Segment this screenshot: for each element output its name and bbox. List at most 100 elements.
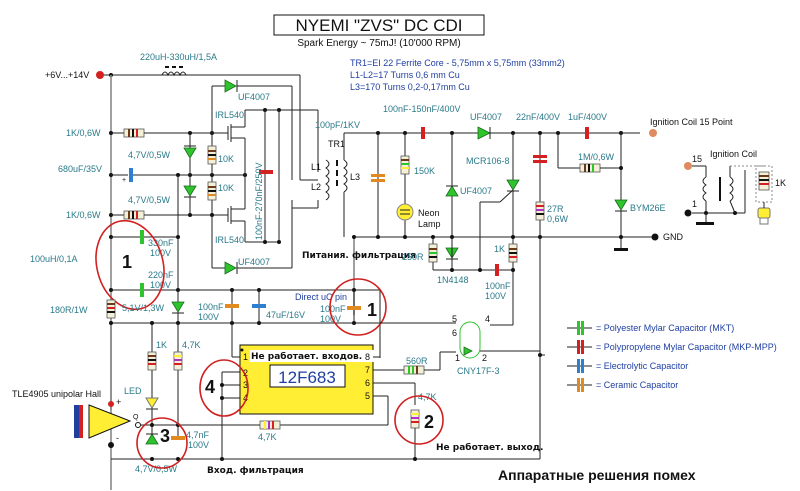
cap-1uf-label: 1uF/400V	[568, 112, 607, 122]
cap-resonant-label: 100nF-270nF/250V	[254, 162, 264, 240]
annotation-filter-input: Вход. фильтрация	[207, 466, 304, 476]
diode-uf4007-top-icon	[224, 79, 237, 93]
mcu-pin-7: 7	[365, 365, 370, 375]
cap-220nf-icon	[140, 283, 144, 297]
marker-1-right-label: 1	[367, 300, 377, 320]
transformer-label: TR1	[328, 139, 345, 149]
diode-uf4007-mid-label: UF4007	[460, 186, 492, 196]
cap-220nf-label-2: 100V	[150, 280, 171, 290]
cap-gate-label-2: 100V	[485, 291, 506, 301]
hall-label: TLE4905 unipolar Hall	[12, 389, 101, 399]
zener-input-label: 4,7V/0,5W	[135, 464, 178, 474]
mcu-pin-6: 6	[365, 378, 370, 388]
coil-pin-1-terminal[interactable]	[684, 209, 692, 217]
mcu-note: Не работает. входов.	[251, 351, 362, 362]
legend-item-polypropylene: = Polypropylene Mylar Capacitor (MKP-MPP…	[596, 342, 777, 352]
marker-1-right	[329, 278, 387, 336]
coil-pin-15-terminal[interactable]	[684, 162, 692, 170]
resistor-150k-label: 150K	[414, 166, 435, 176]
legend-item-electrolytic: = Electrolytic Capacitor	[596, 361, 688, 371]
spark-plug-icon	[757, 207, 771, 219]
coil-l3-label: L3	[350, 172, 360, 182]
cap-680uf-icon	[129, 168, 133, 182]
mcu-pin-8: 8	[365, 352, 370, 362]
mosfet-bottom-label: IRL540	[215, 235, 244, 245]
ignition-point-label: Ignition Coil 15 Point	[650, 117, 733, 127]
neon-lamp-icon	[396, 203, 414, 221]
zener-input-icon	[145, 433, 159, 445]
choke-small-label: 100uH/0,1A	[30, 254, 78, 264]
cap-47uf-label: 47uF/16V	[266, 310, 305, 320]
diode-uf4007-bottom-icon	[224, 261, 237, 275]
ignition-point-terminal[interactable]	[649, 129, 657, 137]
opto-icon	[459, 321, 481, 359]
annotation-filter-supply: Питания. фильтрация	[302, 251, 416, 261]
gnd-terminal[interactable]	[651, 233, 659, 241]
hall-magnet-red	[79, 405, 83, 438]
hall-sensor-icon	[88, 404, 132, 439]
hall-magnet-blue	[74, 405, 79, 438]
marker-4-label: 4	[205, 377, 215, 397]
neon-label-1: Neon	[418, 208, 440, 218]
legend-item-polyester: = Polyester Mylar Capacitor (MKT)	[596, 323, 734, 333]
choke-main-icon	[161, 71, 187, 77]
led-label: LED	[124, 386, 142, 396]
zener-top-icon	[183, 147, 197, 159]
coil-pin-15-label: 15	[692, 154, 702, 164]
opto-pin-4: 4	[485, 314, 490, 324]
r-1k-top-label: 1K/0,6W	[66, 128, 101, 138]
zener-top-label: 4,7V/0,5W	[128, 150, 171, 160]
cap-direct-icon	[347, 306, 361, 310]
marker-2	[394, 395, 444, 445]
zener-51-icon	[171, 301, 185, 313]
mosfet-top-label: IRL540	[215, 110, 244, 120]
diode-top-label: UF4007	[238, 92, 270, 102]
cap-100pf-icon	[371, 174, 385, 177]
opto-pin-2: 2	[482, 353, 487, 363]
cap-47nf-icon	[171, 436, 185, 440]
scr-icon	[506, 179, 520, 191]
title: NYEMI "ZVS" DC CDI	[296, 16, 463, 35]
cap-330nf-icon	[140, 230, 144, 244]
cap-gate-label-1: 100nF	[485, 281, 511, 291]
mcu-pin-3: 3	[243, 380, 248, 390]
opto-pin-5: 5	[452, 314, 457, 324]
transformer-note-3: L3=170 Turns 0,2-0,17mm Cu	[350, 82, 470, 92]
cap-1uf-icon	[585, 127, 589, 139]
cap-47nf-label-1: 4,7nF	[186, 430, 210, 440]
cap-22nf-label: 22nF/400V	[516, 112, 560, 122]
legend-item-ceramic: = Ceramic Capacitor	[596, 380, 678, 390]
scr-label: MCR106-8	[466, 156, 510, 166]
mcu-pin-5: 5	[365, 391, 370, 401]
cap-47uf-icon	[252, 304, 266, 308]
choke-main-label: 220uH-330uH/1,5A	[140, 52, 217, 62]
transformer-note-1: TR1=EI 22 Ferrite Core - 5,75mm x 5,75mm…	[350, 58, 565, 68]
zener-bottom-label: 4,7V/0,5W	[128, 195, 171, 205]
resistor-10k-bottom-label: 10K	[218, 183, 234, 193]
cap-hv-icon	[421, 127, 425, 139]
cap-100nf-supply-label-1: 100nF	[198, 302, 224, 312]
supply-terminal[interactable]	[96, 71, 104, 79]
mosfet-top-icon	[212, 110, 246, 175]
gnd-label: GND	[663, 232, 684, 242]
resistor-1k-plug-label: 1K	[775, 178, 786, 188]
r-1k-bottom-label: 1K/0,6W	[66, 210, 101, 220]
cap-330nf-label-1: 330nF	[148, 238, 174, 248]
marker-3-label: 3	[160, 426, 170, 446]
mcu-pin-4: 4	[243, 393, 248, 403]
legend: = Polyester Mylar Capacitor (MKT) = Poly…	[567, 321, 777, 392]
coil-l1-label: L1	[311, 162, 321, 172]
cap-47nf-label-2: 100V	[188, 440, 209, 450]
svg-text:+: +	[122, 177, 126, 184]
resistor-47k-left-label: 4,7K	[182, 340, 201, 350]
diode-bottom-label: UF4007	[238, 257, 270, 267]
ignition-coil-secondary-icon	[729, 176, 734, 202]
resistor-560r-label: 560R	[406, 356, 428, 366]
led-icon	[145, 397, 159, 409]
cap-100pf-label: 100pF/1KV	[315, 120, 360, 130]
resistor-10k-top-label: 10K	[218, 154, 234, 164]
direct-pin-label: Direct uC pin	[295, 292, 347, 302]
mosfet-bottom-icon	[226, 175, 246, 242]
resistor-180r-label: 180R/1W	[50, 305, 88, 315]
